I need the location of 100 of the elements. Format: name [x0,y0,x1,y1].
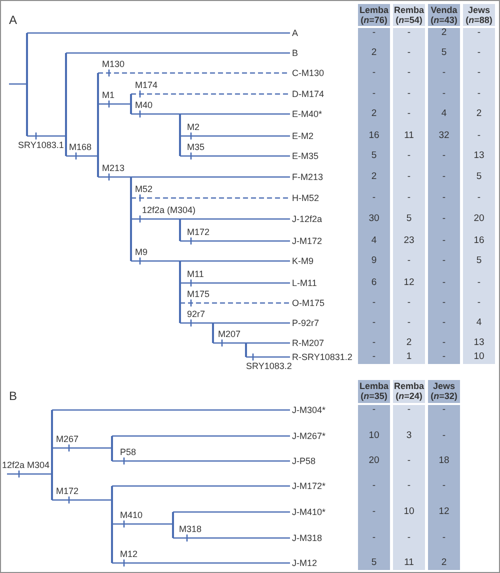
mutation-label: 12f2a (M304) [142,205,196,215]
vertical-branch-line [212,323,214,343]
mutation-label: P58 [120,447,136,457]
mutation-label: M11 [187,269,204,279]
tree-branch-line [131,197,290,199]
mutation-label: M175 [187,289,210,299]
count-text: - [371,506,377,518]
count-text: - [406,88,412,100]
panel-letter: A [9,14,18,26]
tree-branch-line [98,103,131,105]
mutation-label: M52 [135,184,153,194]
tree-branch-line [112,435,290,437]
count-text: - [371,88,377,100]
haplogroup-label: J-M12 [292,557,318,569]
tree-branch-line [180,260,290,262]
tree-branch-line [27,32,290,34]
count-text: - [441,337,447,349]
mutation-label: 12f2a M304 [2,460,50,470]
count-text: 2 [440,27,448,39]
column-header: Lemba (n=35) [358,380,390,403]
haplogroup-label: J-M172* [292,480,326,492]
vertical-branch-line [245,343,247,357]
count-text: 12 [402,277,416,289]
count-text: - [441,192,447,204]
count-text: - [406,47,412,59]
count-text: - [406,317,412,329]
count-text: - [371,297,377,309]
mutation-label: SRY1083.2 [246,361,292,371]
mutation-label: M172 [187,227,210,237]
vertical-branch-line [179,261,181,323]
tree-branch-line [131,93,290,95]
count-text: 10 [472,351,486,363]
count-text: 2 [370,171,378,183]
count-text: - [476,67,482,79]
tree-branch-line [27,135,66,137]
mutation-label: 92r7 [187,309,206,319]
mutation-label: M318 [179,524,202,534]
mutation-label: M172 [56,486,79,496]
vertical-branch-line [97,73,99,177]
tree-branch-line [180,135,290,137]
count-text: - [406,404,412,416]
count-text: 18 [438,455,450,467]
haplogroup-label: A [292,27,298,39]
count-text: 2 [370,108,378,120]
haplogroup-label: O-M175 [292,297,325,309]
count-text: - [371,532,377,544]
count-text: - [441,171,447,183]
haplogroup-label: E-M2 [292,130,314,142]
haplogroup-label: D-M174 [292,88,324,100]
tree-branch-line [173,511,290,513]
tree-branch-line [213,342,246,344]
count-text: 20 [368,455,380,467]
mutation-label: M130 [102,59,125,69]
haplogroup-label: R-M207 [292,337,324,349]
count-text: - [441,317,447,329]
mutation-label: M410 [120,510,143,520]
count-text: - [441,67,447,79]
vertical-branch-line [130,177,132,261]
count-text: 20 [472,213,486,225]
tree-branch-line [9,83,27,85]
tree-branch-line [112,460,290,462]
tree-branch-line [131,113,180,115]
count-text: - [371,317,377,329]
mutation-label: M267 [56,434,79,444]
tree-branch-line [112,562,290,564]
count-text: 9 [370,255,378,267]
count-text: 16 [368,130,380,142]
count-text: 30 [368,213,380,225]
mutation-label: M12 [120,549,138,559]
count-text: 2 [440,557,448,569]
count-text: - [441,277,447,289]
count-text: - [406,480,412,492]
count-text: 3 [405,430,413,442]
count-text: - [371,404,377,416]
haplogroup-label: J-M318 [292,532,322,544]
column-header: Remba (n=24) [393,380,425,403]
count-text: 12 [438,506,450,518]
haplogroup-label: B [292,47,298,59]
haplogroup-label: P-92r7 [292,317,320,329]
count-text: - [371,337,377,349]
count-text: - [371,67,377,79]
count-text: 10 [402,506,416,518]
mutation-label: SRY1083.1 [18,140,64,150]
mutation-label: M40 [135,100,153,110]
count-text: 5 [370,557,378,569]
count-text: - [476,277,482,289]
count-text: - [441,351,447,363]
vertical-branch-line [51,410,53,500]
tree-branch-line [112,523,173,525]
mutation-label: M35 [187,142,205,152]
vertical-branch-line [111,436,113,461]
tree-branch-line [98,176,131,178]
count-text: - [371,351,377,363]
count-text: - [406,171,412,183]
vertical-branch-line [179,219,181,241]
vertical-branch-line [26,33,28,136]
haplogroup-label: C-M130 [292,67,324,79]
column-header: Venda (n=43) [428,4,460,26]
count-text: - [441,235,447,247]
tree-branch-line [180,155,290,157]
